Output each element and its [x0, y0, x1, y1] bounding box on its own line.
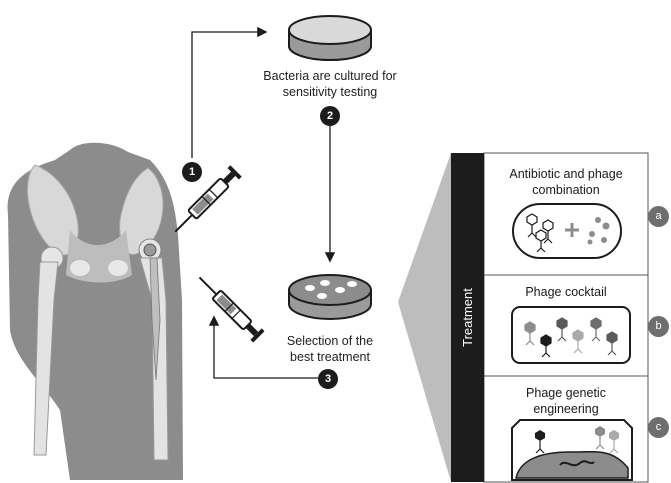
- option-b-badge: b: [648, 316, 669, 337]
- phage-cocktail-illustration: [511, 306, 631, 364]
- phage-genetic-engineering-illustration: [511, 419, 633, 481]
- selection-label: Selection of the best treatment: [260, 333, 400, 365]
- step-3-badge: 3: [318, 369, 338, 389]
- option-a-badge: a: [648, 206, 669, 227]
- treatment-bar-label: Treatment: [460, 288, 476, 347]
- implant-head: [143, 243, 157, 257]
- treatment-funnel: [398, 153, 451, 482]
- antibiotic-phage-combination-illustration: [512, 203, 622, 259]
- phage-icon: [526, 213, 554, 253]
- treatment-bar: [451, 153, 484, 482]
- step-1-badge: 1: [182, 162, 202, 182]
- syringe-2-icon: [198, 276, 265, 343]
- selection-label-line2: best treatment: [290, 350, 370, 364]
- culture-label: Bacteria are cultured for sensitivity te…: [240, 68, 420, 100]
- treatment-bar-label-wrap: Treatment: [451, 153, 484, 482]
- option-c-title: Phage genetic engineering: [484, 385, 648, 417]
- option-c-title-line2: engineering: [533, 402, 599, 416]
- petri-dish-selection-icon: [288, 274, 372, 320]
- arrow-step3: [208, 315, 318, 379]
- option-a-title-line1: Antibiotic and phage: [509, 167, 623, 181]
- option-b-title: Phage cocktail: [484, 284, 648, 300]
- selection-label-line1: Selection of the: [286, 334, 374, 348]
- step-2-badge: 2: [320, 106, 340, 126]
- option-b-title-line1: Phage cocktail: [525, 285, 607, 299]
- option-c-title-line1: Phage genetic: [526, 386, 606, 400]
- option-a-title-line2: combination: [532, 183, 600, 197]
- right-obturator: [108, 260, 128, 276]
- option-c-badge: c: [648, 417, 669, 438]
- culture-label-line2: sensitivity testing: [282, 85, 378, 99]
- culture-label-line1: Bacteria are cultured for: [263, 69, 397, 83]
- option-a-title: Antibiotic and phage combination: [484, 166, 648, 198]
- left-obturator: [70, 260, 90, 276]
- implant-stem: [149, 257, 161, 381]
- arrow-step1: [191, 26, 268, 158]
- hip-joint-illustration: [7, 142, 184, 481]
- left-femur: [33, 261, 59, 456]
- syringe-1-icon: [174, 165, 242, 233]
- petri-dish-culture-icon: [288, 15, 372, 61]
